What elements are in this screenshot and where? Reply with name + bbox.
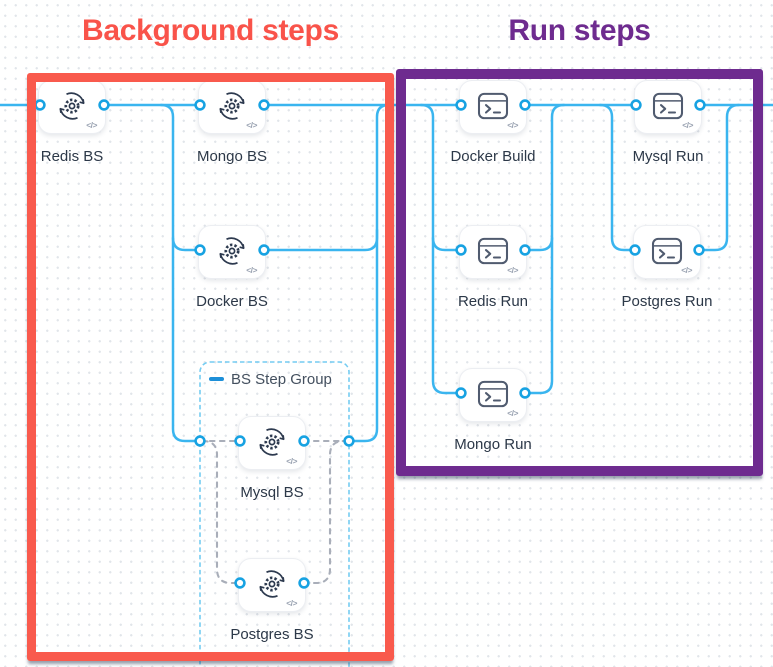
step-node-mongo-run[interactable]: </>: [459, 368, 527, 422]
background-steps-title: Background steps: [82, 14, 339, 47]
step-node-mysql-run[interactable]: </>: [634, 80, 702, 134]
code-badge-icon: </>: [246, 120, 257, 130]
step-node-postgres-bs[interactable]: </>: [238, 558, 306, 612]
step-label-docker-bs: Docker BS: [196, 293, 268, 310]
step-label-mongo-run: Mongo Run: [454, 436, 532, 453]
step-node-postgres-run[interactable]: </>: [633, 225, 701, 279]
step-label-mysql-run: Mysql Run: [632, 148, 704, 165]
background-steps-box: [27, 73, 394, 661]
group-collapse-icon[interactable]: [209, 377, 224, 381]
code-badge-icon: </>: [681, 265, 692, 275]
step-label-mysql-bs: Mysql BS: [240, 484, 304, 501]
step-label-postgres-run: Postgres Run: [621, 293, 713, 310]
code-badge-icon: </>: [86, 120, 97, 130]
step-label-postgres-bs: Postgres BS: [230, 626, 314, 643]
step-label-redis-bs: Redis BS: [40, 148, 104, 165]
step-label-redis-run: Redis Run: [457, 293, 529, 310]
run-steps-box: [396, 69, 763, 476]
run-steps-title: Run steps: [508, 14, 651, 47]
code-badge-icon: </>: [507, 120, 518, 130]
code-badge-icon: </>: [507, 265, 518, 275]
code-badge-icon: </>: [682, 120, 693, 130]
code-badge-icon: </>: [286, 598, 297, 608]
step-label-mongo-bs: Mongo BS: [196, 148, 268, 165]
code-badge-icon: </>: [246, 265, 257, 275]
code-badge-icon: </>: [507, 408, 518, 418]
step-group-label: BS Step Group: [231, 371, 332, 388]
step-label-docker-build: Docker Build: [450, 148, 536, 165]
code-badge-icon: </>: [286, 456, 297, 466]
step-node-redis-run[interactable]: </>: [459, 225, 527, 279]
